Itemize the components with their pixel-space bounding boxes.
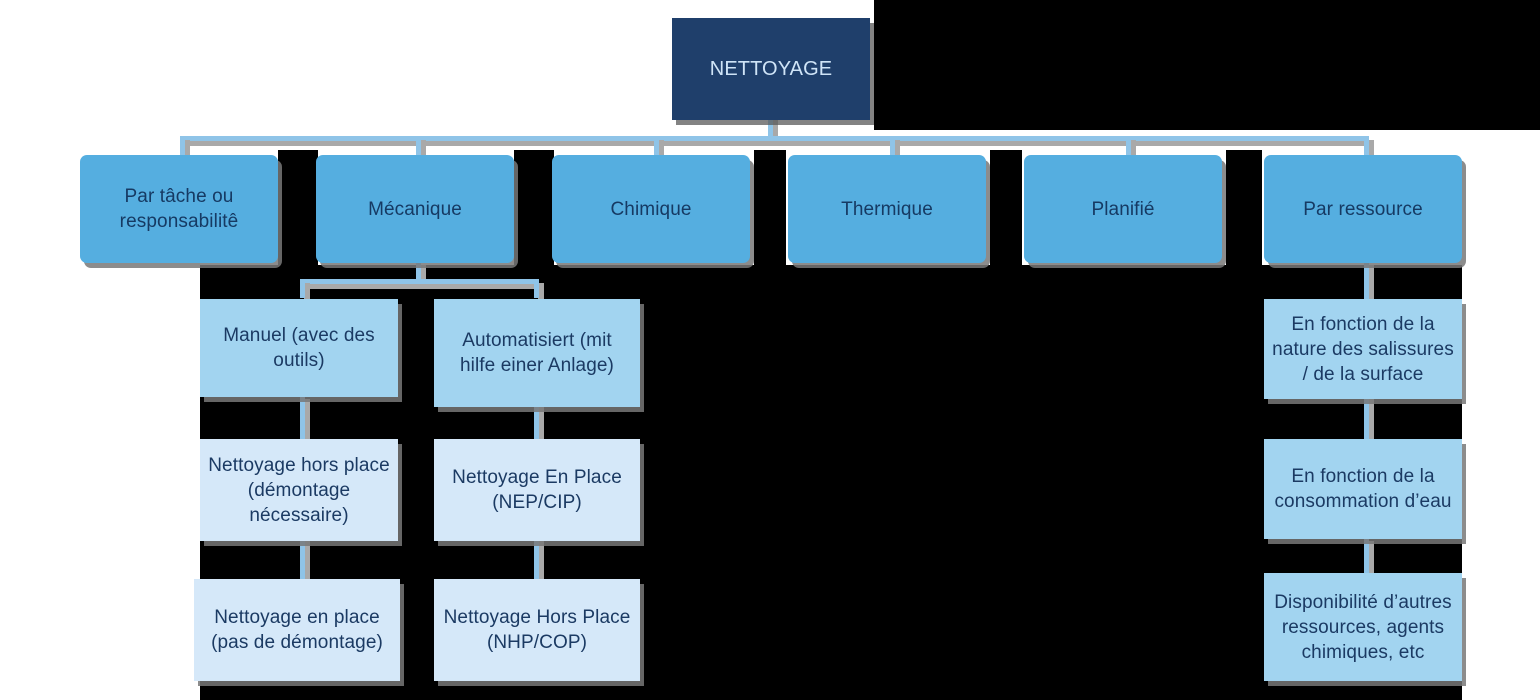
connector-manuel-drop-shadow: [304, 283, 310, 301]
white-band-row3-left: [0, 265, 200, 700]
node-nettoyage-hors-place-demontage[interactable]: Nettoyage hors place (démontage nécessai…: [200, 439, 398, 541]
void-region-row2-gaps: [278, 150, 318, 265]
connector-bus-shadow: [184, 140, 1368, 146]
connector-drop-3: [654, 136, 659, 155]
connector-manuel-drop: [300, 279, 305, 298]
connector-mecanique-stem: [416, 261, 421, 283]
node-nettoyage-en-place-pas-demontage[interactable]: Nettoyage en place (pas de démontage): [194, 579, 400, 681]
connector-drop-2-shadow: [420, 140, 426, 158]
node-automatisiert[interactable]: Automatisiert (mit hilfe einer Anlage): [434, 299, 640, 407]
connector-auto-drop-shadow: [538, 283, 544, 301]
connector-drop-3-shadow: [658, 140, 664, 158]
node-thermique[interactable]: Thermique: [788, 155, 986, 263]
node-nettoyage-hors-place-nhp-cop[interactable]: Nettoyage Hors Place (NHP/COP): [434, 579, 640, 681]
connector-ressource-v2-shadow: [1368, 541, 1374, 581]
connector-mecanique-bus: [300, 279, 538, 284]
node-manuel[interactable]: Manuel (avec des outils): [200, 299, 398, 397]
connector-root-stem-shadow: [772, 118, 778, 140]
connector-auto-drop: [534, 279, 539, 298]
node-fonction-consommation-eau[interactable]: En fonction de la consommation d’eau: [1264, 439, 1462, 539]
connector-ressource-v1: [1364, 395, 1369, 439]
connector-drop-1: [180, 136, 185, 155]
connector-ressource-v1-shadow: [1368, 399, 1374, 441]
node-root-nettoyage[interactable]: NETTOYAGE: [672, 18, 870, 120]
connector-manuel-v2-shadow: [304, 541, 310, 581]
white-band-top: [0, 0, 672, 130]
node-par-ressource-label: Par ressource: [1303, 198, 1423, 220]
node-nettoyage-hors-place-demontage-label: Nettoyage hors place (démontage nécessai…: [208, 454, 390, 526]
connector-ressource-v2: [1364, 537, 1369, 579]
connector-ressource-v0-shadow: [1368, 265, 1374, 303]
connector-ressource-v0: [1364, 261, 1369, 301]
node-automatisiert-label: Automatisiert (mit hilfe einer Anlage): [459, 330, 614, 376]
node-par-tache-label: Par tâche ou responsabilitê: [119, 186, 239, 232]
white-band-row3-right: [1462, 265, 1540, 700]
node-fonction-consommation-eau-label: En fonction de la consommation d’eau: [1274, 466, 1452, 512]
connector-drop-4: [890, 136, 895, 155]
node-disponibilite-autres-ressources-label: Disponibilité d’autres ressources, agent…: [1274, 591, 1452, 663]
connector-manuel-v2: [300, 537, 305, 579]
white-band-level2-right: [1462, 130, 1540, 265]
connector-drop-6: [1364, 136, 1369, 155]
void-region-top-right: [874, 0, 1540, 130]
node-par-tache[interactable]: Par tâche ou responsabilitê: [80, 155, 278, 263]
node-planifie[interactable]: Planifié: [1024, 155, 1222, 263]
connector-mecanique-stem-shadow: [420, 265, 426, 287]
void-region-row2-gap-d: [990, 150, 1022, 265]
node-nettoyage-en-place-nep-cip[interactable]: Nettoyage En Place (NEP/CIP): [434, 439, 640, 541]
void-region-row2-gap-c: [754, 150, 786, 265]
node-par-ressource[interactable]: Par ressource: [1264, 155, 1462, 263]
connector-manuel-v1: [300, 395, 305, 439]
connector-root-stem: [768, 118, 773, 140]
connector-drop-2: [416, 136, 421, 155]
node-fonction-nature-salissures[interactable]: En fonction de la nature des salissures …: [1264, 299, 1462, 399]
node-manuel-label: Manuel (avec des outils): [223, 325, 375, 371]
void-region-row2-gap-e: [1226, 150, 1262, 265]
connector-auto-v1: [534, 395, 539, 439]
connector-bus-level2: [180, 136, 1364, 141]
connector-auto-v1-shadow: [538, 399, 544, 441]
node-mecanique-label: Mécanique: [368, 198, 462, 220]
node-nettoyage-en-place-pas-demontage-label: Nettoyage en place (pas de démontage): [211, 607, 383, 653]
white-band-level2-left: [0, 130, 80, 265]
connector-drop-1-shadow: [184, 140, 190, 158]
connector-auto-v2: [534, 537, 539, 579]
node-planifie-label: Planifié: [1091, 198, 1155, 220]
connector-manuel-v1-shadow: [304, 399, 310, 441]
node-chimique[interactable]: Chimique: [552, 155, 750, 263]
node-root-label: NETTOYAGE: [709, 57, 833, 80]
node-chimique-label: Chimique: [610, 198, 692, 220]
node-fonction-nature-salissures-label: En fonction de la nature des salissures …: [1272, 313, 1454, 385]
connector-drop-5: [1126, 136, 1131, 155]
connector-auto-v2-shadow: [538, 541, 544, 581]
connector-drop-6-shadow: [1368, 140, 1374, 158]
node-thermique-label: Thermique: [841, 198, 933, 220]
node-nettoyage-en-place-nep-cip-label: Nettoyage En Place (NEP/CIP): [452, 467, 622, 513]
connector-mecanique-bus-shadow: [304, 283, 542, 289]
connector-drop-4-shadow: [894, 140, 900, 158]
node-mecanique[interactable]: Mécanique: [316, 155, 514, 263]
void-region-row2-gap-b: [514, 150, 554, 265]
connector-drop-5-shadow: [1130, 140, 1136, 158]
node-disponibilite-autres-ressources[interactable]: Disponibilité d’autres ressources, agent…: [1264, 573, 1462, 681]
node-nettoyage-hors-place-nhp-cop-label: Nettoyage Hors Place (NHP/COP): [443, 607, 631, 653]
